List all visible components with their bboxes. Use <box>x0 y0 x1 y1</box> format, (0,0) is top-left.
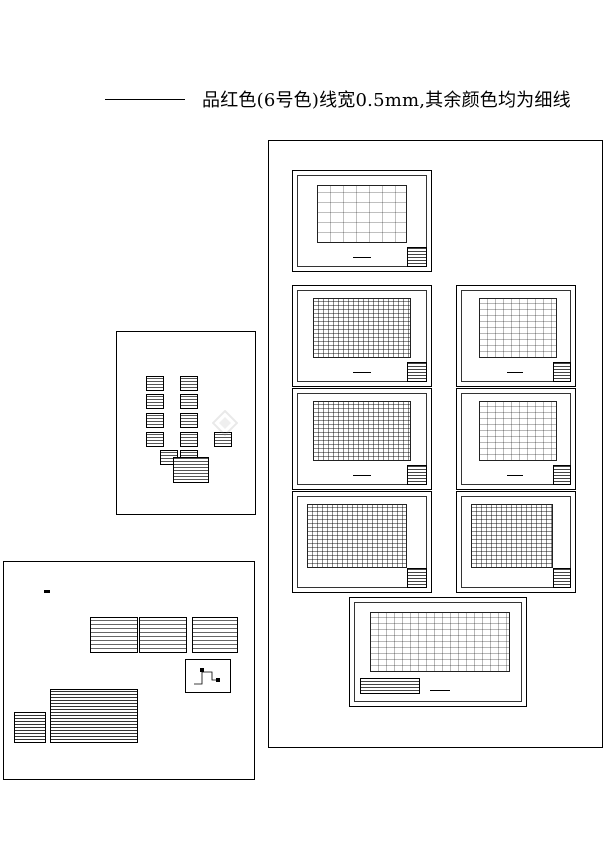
sheet-border <box>461 290 571 382</box>
sheet-border <box>297 175 427 267</box>
sheet-border <box>461 496 571 588</box>
floor-plan <box>479 298 557 358</box>
thumb-sheet <box>180 394 198 409</box>
title-block <box>553 465 571 485</box>
plan-caption <box>430 690 450 691</box>
plan-sheet-1 <box>292 170 432 272</box>
watermark-logo <box>212 410 238 436</box>
title-block <box>407 247 427 267</box>
detail-block <box>360 678 420 694</box>
floor-plan <box>370 612 510 672</box>
sheet-border <box>354 602 522 702</box>
thumb-sheet <box>180 432 198 447</box>
plan-sheet-7 <box>456 491 576 593</box>
plan-caption <box>353 372 371 373</box>
title-block <box>553 568 571 588</box>
schedule-table-sheet <box>192 617 238 653</box>
frame-mark <box>44 590 50 593</box>
plan-sheet-5 <box>456 388 576 490</box>
floor-plan <box>307 504 407 568</box>
legend-line-sample <box>105 99 185 100</box>
design-notes-sheet <box>50 689 138 743</box>
plans-frame <box>268 140 603 748</box>
plan-sheet-8 <box>349 597 527 707</box>
thumb-sheet <box>146 413 164 428</box>
thumb-sheet <box>173 457 209 483</box>
thumb-sheet <box>146 394 164 409</box>
title-block <box>407 568 427 588</box>
plan-sheet-2 <box>292 285 432 387</box>
schedule-table-sheet <box>139 617 187 653</box>
legend-sheet <box>14 712 46 743</box>
title-block <box>407 362 427 382</box>
plan-caption <box>353 475 371 476</box>
thumb-sheet <box>146 376 164 391</box>
title-block <box>553 362 571 382</box>
thumbnail-set-frame <box>116 331 256 515</box>
floor-plan <box>317 185 407 243</box>
plan-caption <box>507 475 523 476</box>
schedule-frame <box>3 561 255 780</box>
plan-sheet-3 <box>456 285 576 387</box>
legend-note: 品红色(6号色)线宽0.5mm,其余颜色均为细线 <box>202 90 571 111</box>
floor-plan <box>313 401 411 461</box>
detail-drawing <box>194 668 220 685</box>
detail-sheet <box>185 659 231 693</box>
thumb-sheet <box>214 432 232 447</box>
thumb-sheet <box>180 413 198 428</box>
plan-sheet-4 <box>292 388 432 490</box>
plan-caption <box>507 372 523 373</box>
schedule-table-sheet <box>90 617 138 653</box>
sheet-border <box>297 290 427 382</box>
floor-plan <box>479 401 557 461</box>
thumb-sheet <box>146 432 164 447</box>
sheet-border <box>297 393 427 485</box>
plan-sheet-6 <box>292 491 432 593</box>
floor-plan <box>313 298 411 358</box>
thumb-sheet <box>180 376 198 391</box>
floor-plan <box>471 504 553 568</box>
plan-caption <box>353 257 371 258</box>
sheet-border <box>461 393 571 485</box>
sheet-border <box>297 496 427 588</box>
title-block <box>407 465 427 485</box>
